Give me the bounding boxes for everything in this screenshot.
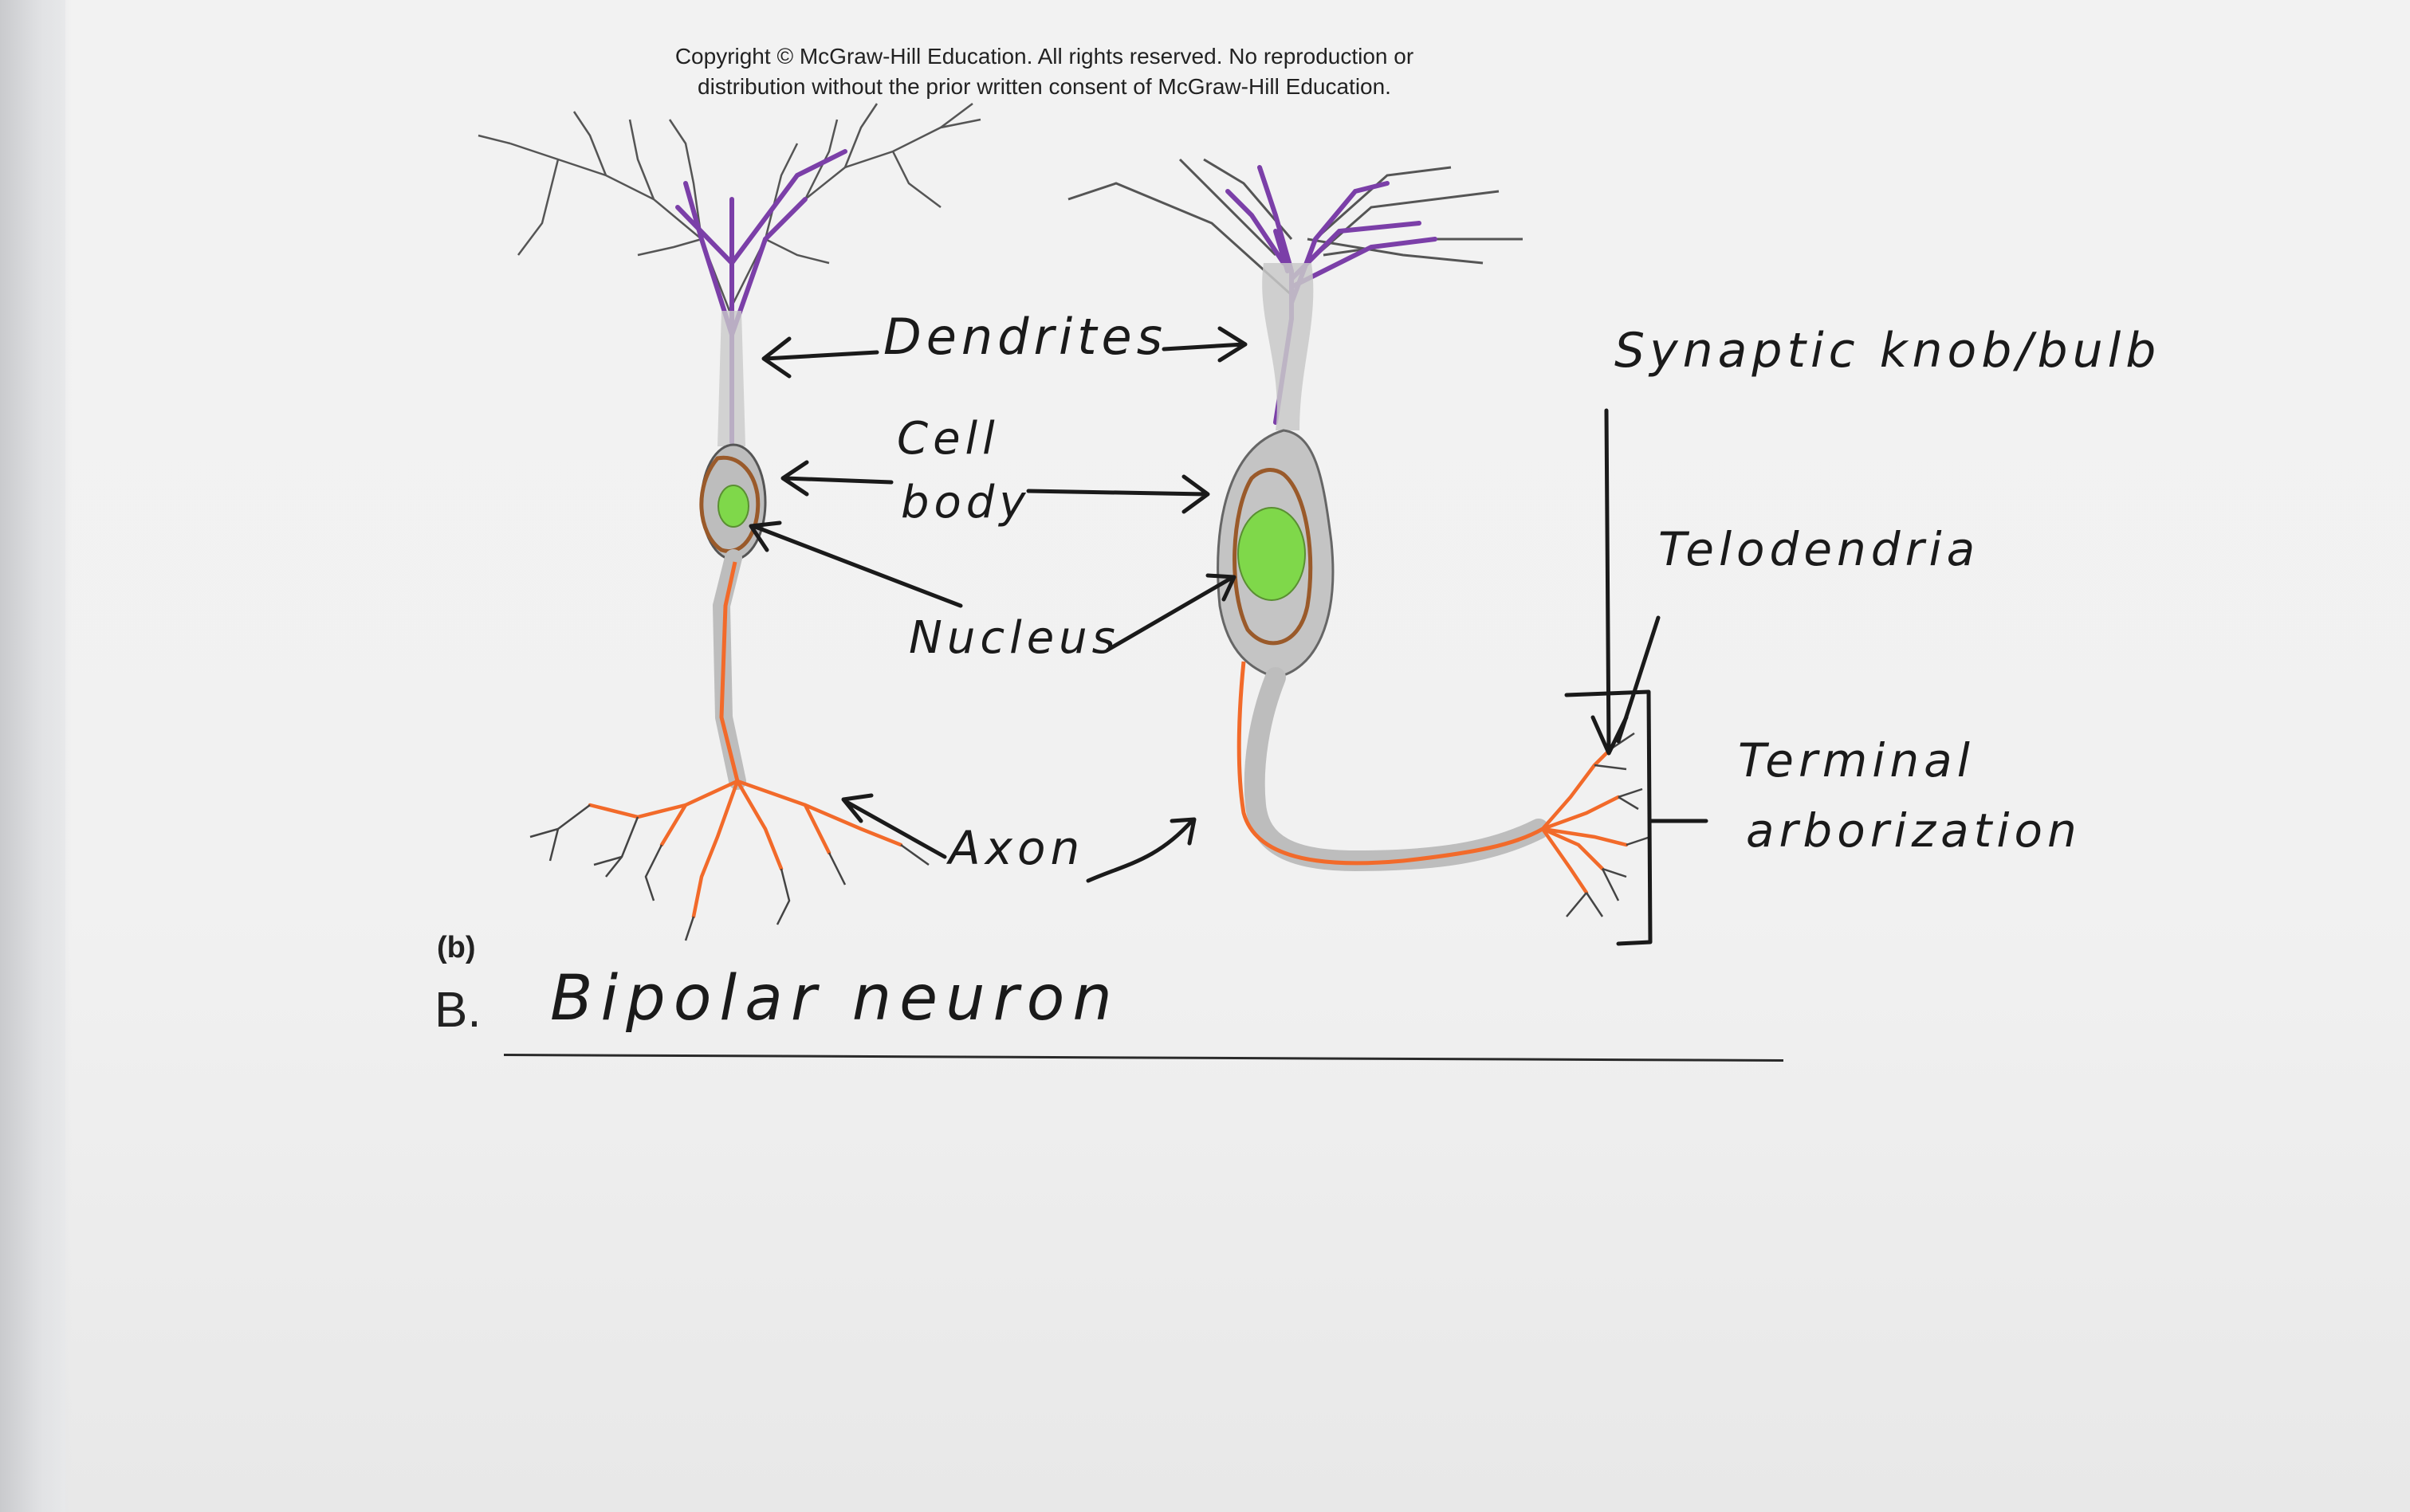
copyright-notice: Copyright © McGraw-Hill Education. All r…	[590, 41, 1499, 102]
label-synaptic-knob: Synaptic knob/bulb	[1614, 323, 2161, 379]
label-body: body	[901, 477, 1031, 528]
line-telodendria	[1616, 615, 1661, 744]
left-cell-body-outline	[699, 455, 761, 554]
label-terminal: Terminal	[1738, 733, 1975, 787]
label-nucleus: Nucleus	[909, 612, 1120, 664]
arrow-nucleus-right	[1106, 573, 1236, 652]
left-axon-terminals	[588, 779, 903, 919]
arrow-dendrites-left	[761, 336, 879, 379]
label-arborization: arborization	[1746, 803, 2082, 858]
arrow-dendrites-right	[1162, 326, 1248, 363]
copyright-line-1: Copyright © McGraw-Hill Education. All r…	[674, 44, 1414, 69]
left-neuron	[478, 103, 981, 941]
label-cell: Cell	[897, 413, 1000, 465]
left-axon-fine-branches	[529, 804, 930, 941]
right-axon-terminals	[1540, 747, 1629, 895]
right-axon-fine-branches	[1566, 732, 1651, 917]
arrow-cellbody-left	[780, 460, 894, 497]
left-axon-orange	[719, 561, 740, 782]
label-axon: Axon	[949, 821, 1085, 875]
annotation-arrows	[749, 326, 1708, 946]
question-letter: B.	[434, 983, 482, 1038]
label-dendrites: Dendrites	[883, 308, 1168, 366]
label-telodendria: Telodendria	[1658, 522, 1980, 576]
arrow-nucleus-left	[749, 520, 963, 608]
bracket-terminal-arborization	[1564, 689, 1708, 946]
right-axon-orange	[1236, 661, 1544, 866]
right-dendrites-purple	[1225, 165, 1437, 425]
right-dendrite-shaft	[1262, 263, 1314, 430]
right-axon	[1244, 667, 1549, 872]
handwritten-answer: Bipolar neuron	[550, 963, 1120, 1035]
right-cell-body-outline	[1233, 468, 1313, 646]
copyright-line-2: distribution without the prior written c…	[698, 74, 1391, 99]
arrow-axon-right	[1086, 817, 1197, 883]
right-neuron	[1067, 158, 1651, 917]
arrow-axon-left	[841, 793, 947, 859]
arrow-synaptic-knob	[1590, 408, 1629, 756]
left-dendrites-purple	[675, 149, 847, 445]
left-dendrite-shaft	[717, 311, 745, 446]
left-nucleus	[717, 485, 749, 528]
right-nucleus	[1237, 507, 1306, 601]
paper-edge-shadow	[0, 0, 72, 1512]
arrow-cellbody-right	[1026, 474, 1210, 514]
panel-label: (b)	[437, 931, 476, 964]
